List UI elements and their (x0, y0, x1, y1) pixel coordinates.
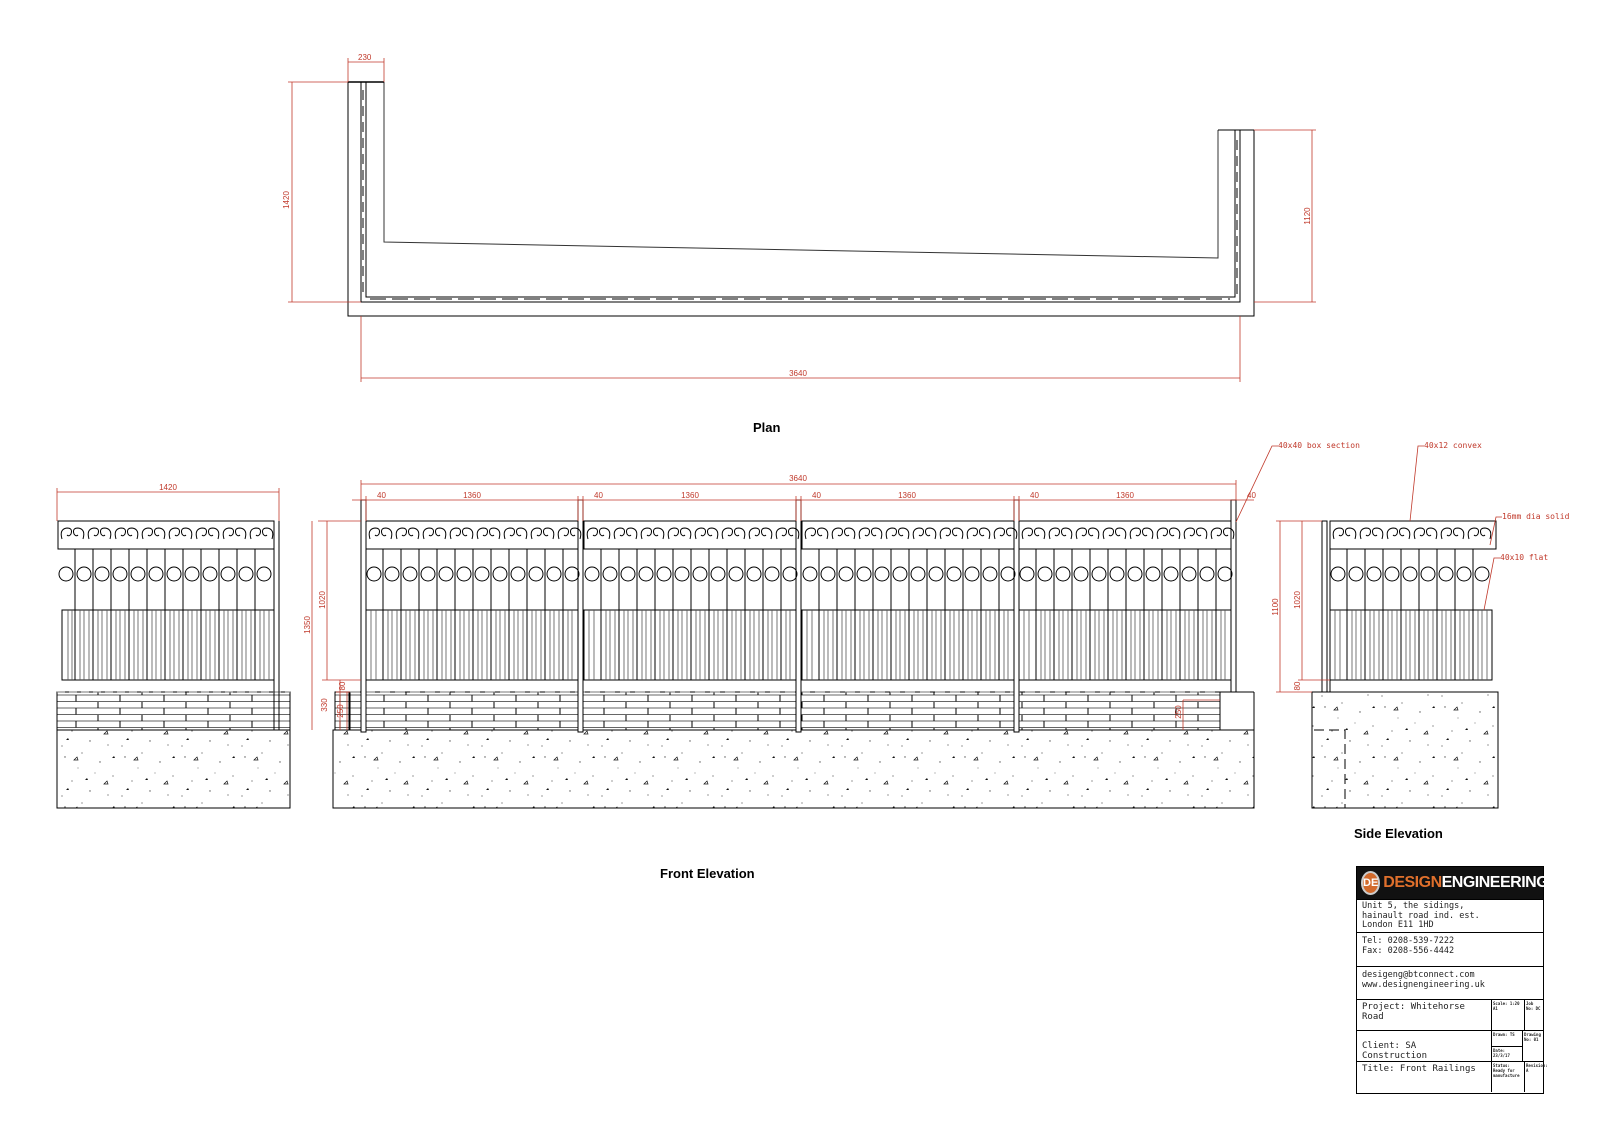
front-elevation-label: Front Elevation (660, 866, 755, 881)
brand-logo: DE DESIGN ENGINEERING (1357, 867, 1549, 899)
project-row: Project: Whitehorse Road Scale: 1:20 A1 … (1357, 999, 1543, 1030)
dim-front-overall: 3640 (789, 474, 807, 483)
date: Date: 23/3/17 (1493, 1047, 1510, 1058)
dim-side-gap: 80 (1293, 681, 1302, 690)
dim-plan-left-depth: 1420 (282, 191, 291, 209)
dim-plan-return: 230 (358, 53, 372, 62)
project-name: Project: Whitehorse Road (1357, 1000, 1492, 1030)
title-block: DE DESIGN ENGINEERING Unit 5, the siding… (1356, 866, 1549, 1094)
title-row: Title: Front Railings Status: Ready for … (1357, 1061, 1548, 1092)
client-name: Client: SA Construction (1357, 1031, 1492, 1061)
logo-mark-icon: DE (1361, 871, 1381, 895)
website-link[interactable]: www.designengineering.uk (1362, 979, 1485, 990)
dim-front-panel-3: 1360 (898, 491, 916, 500)
tel: Tel: 0208-539-7222 (1362, 936, 1455, 946)
dim-front-post-4: 40 (1030, 491, 1039, 500)
dim-front-wall: 250 (336, 704, 345, 718)
plan-label: Plan (753, 420, 781, 435)
callout-box-section: 40x40 box section (1278, 441, 1360, 450)
status: Status: Ready for manufacture (1492, 1062, 1525, 1092)
dim-front-end-post: 40 (1247, 491, 1256, 500)
dim-plan-right-depth: 1120 (1303, 207, 1312, 225)
dim-front-panel-1: 1360 (463, 491, 481, 500)
left-elevation: 1420 (56, 483, 291, 809)
address-line: Unit 5, the sidings, (1362, 901, 1465, 911)
dim-plan-width: 3640 (789, 369, 807, 378)
callout-solid: 16mm dia solid (1502, 512, 1570, 521)
drawn-by: Drawn: TS (1492, 1031, 1522, 1047)
scale: Scale: 1:20 A1 (1492, 1000, 1525, 1030)
dim-front-panel-2: 1360 (681, 491, 699, 500)
brand-word-1: DESIGN (1383, 874, 1442, 891)
fax: Fax: 0208-556-4442 (1362, 945, 1455, 956)
revision: Revision: A (1526, 1063, 1548, 1073)
drawing-title: Title: Front Railings (1357, 1062, 1492, 1092)
plan-dimensions (288, 58, 1316, 382)
phone-block: Tel: 0208-539-7222 Fax: 0208-556-4442 (1357, 932, 1543, 966)
dim-front-panel-4: 1360 (1116, 491, 1134, 500)
dim-side-panel-height: 1020 (1293, 591, 1302, 609)
address-block: Unit 5, the sidings, hainault road ind. … (1357, 899, 1543, 932)
dim-front-post-3: 40 (812, 491, 821, 500)
dim-front-wall-right: 250 (1174, 705, 1183, 719)
dim-front-base: 330 (320, 698, 329, 712)
side-elevation-label: Side Elevation (1354, 826, 1443, 841)
dim-front-post-1: 40 (377, 491, 386, 500)
plan-view (347, 81, 1255, 317)
side-elevation: 1100 1020 80 40x12 convex 16mm dia solid… (1271, 441, 1570, 809)
address-line: London E11 1HD (1362, 920, 1434, 930)
dim-front-height-total: 1350 (303, 616, 312, 634)
brand-word-2: ENGINEERING (1441, 874, 1549, 891)
callout-flat: 40x10 flat (1500, 553, 1548, 562)
dim-left-width: 1420 (159, 483, 177, 492)
dim-side-height-total: 1100 (1271, 598, 1280, 616)
dim-front-post-2: 40 (594, 491, 603, 500)
drawing-no: Drawing No: 01 (1524, 1032, 1541, 1042)
dim-front-panel-height: 1020 (318, 591, 327, 609)
callout-convex: 40x12 convex (1424, 441, 1482, 450)
front-elevation: 3640 40 1360 40 1360 40 1360 40 1360 40 … (303, 441, 1360, 809)
web-block: desigeng@btconnect.com www.designenginee… (1357, 966, 1543, 999)
address-line: hainault road ind. est. (1362, 910, 1480, 921)
client-row: Client: SA Construction Drawn: TS Date: … (1357, 1030, 1543, 1061)
dim-front-gap: 80 (338, 681, 347, 690)
job-no: Job No: DC (1526, 1001, 1541, 1011)
email-link[interactable]: desigeng@btconnect.com (1362, 970, 1475, 980)
